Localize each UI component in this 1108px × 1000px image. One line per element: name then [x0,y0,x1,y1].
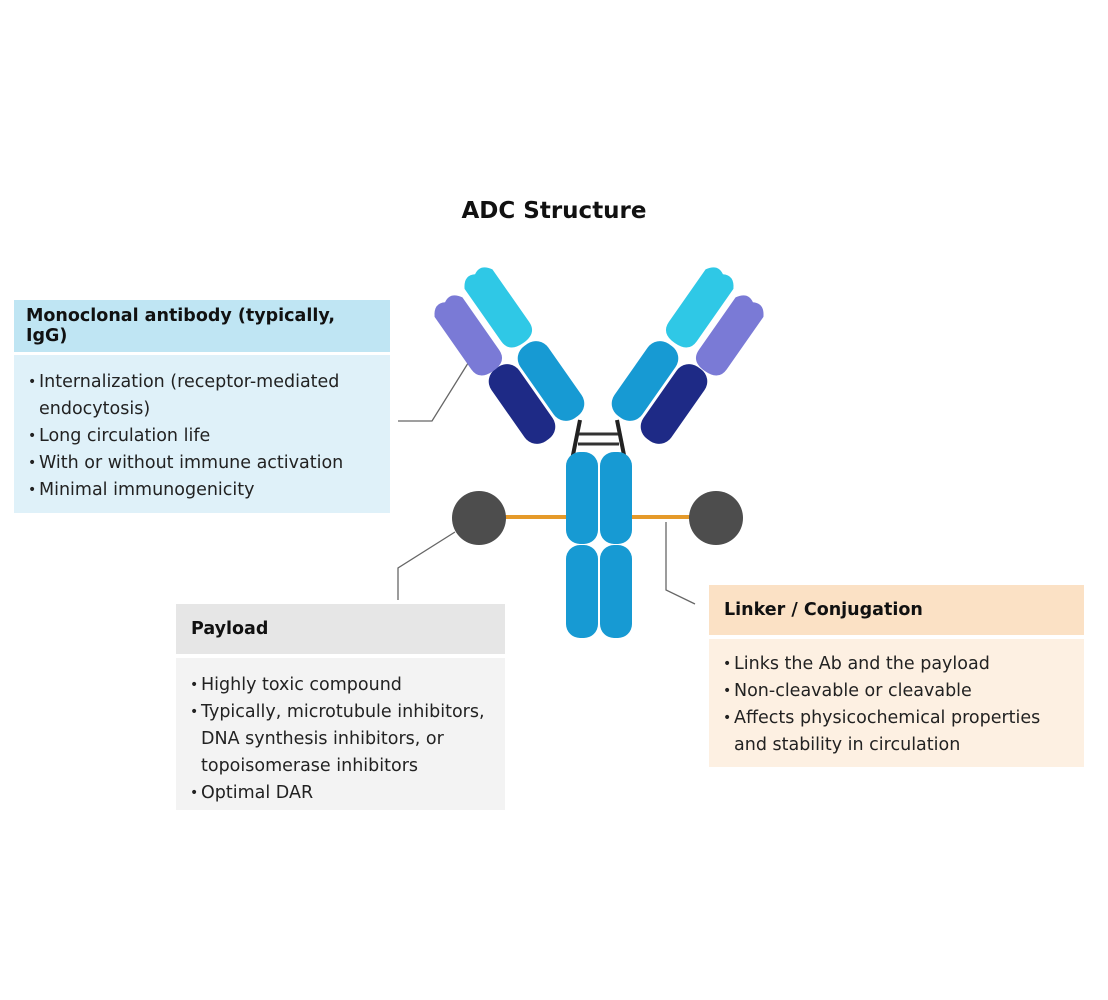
mab-item: Internalization (receptor-mediated endoc… [28,369,376,423]
payload-callout-box: Payload Highly toxic compound Typically,… [176,604,505,810]
mab-item: With or without immune activation [28,450,376,477]
linker-connector-line [665,522,696,605]
diagram-title: ADC Structure [461,198,647,224]
payload-body: Highly toxic compound Typically, microtu… [176,658,505,810]
payload-item: Typically, microtubule inhibitors, DNA s… [190,699,491,780]
mab-item: Minimal immunogenicity [28,477,376,504]
linker-header: Linker / Conjugation [709,585,1084,635]
fab-arm-right [611,267,764,444]
linker-item: Affects physicochemical properties and s… [723,705,1070,759]
linker-item: Links the Ab and the payload [723,651,1070,678]
fab-arm-left [434,267,585,444]
mab-connector-line [398,359,471,422]
linker-callout-box: Linker / Conjugation Links the Ab and th… [709,585,1084,767]
payload-item: Highly toxic compound [190,672,491,699]
mab-body: Internalization (receptor-mediated endoc… [14,355,390,513]
payload-sphere-right [689,491,743,545]
linker-body: Links the Ab and the payload Non-cleavab… [709,639,1084,767]
linker-item: Non-cleavable or cleavable [723,678,1070,705]
payload-header: Payload [176,604,505,654]
mab-item: Long circulation life [28,423,376,450]
fc-region [566,452,632,638]
payload-connector-line [397,531,456,600]
mab-header: Monoclonal antibody (typically, IgG) [14,300,390,352]
payload-sphere-left [452,491,506,545]
payload-item: Optimal DAR [190,780,491,807]
mab-callout-box: Monoclonal antibody (typically, IgG) Int… [14,300,390,513]
